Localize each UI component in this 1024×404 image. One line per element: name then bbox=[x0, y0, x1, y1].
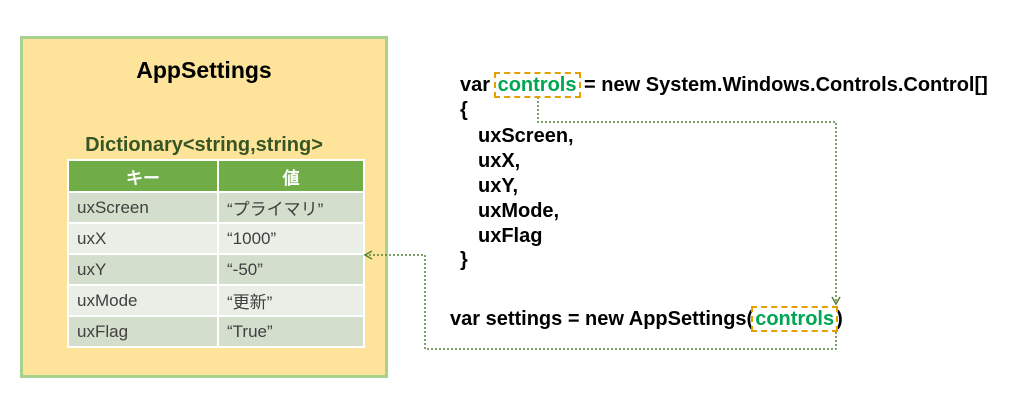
settings-table: キー 値 uxScreen “プライマリ” uxX “1000” uxY “-5… bbox=[67, 159, 365, 348]
code-line-settings: var settings = new AppSettings(controls) bbox=[450, 306, 843, 332]
row-value: “更新” bbox=[217, 284, 365, 317]
row-value: “True” bbox=[217, 315, 365, 348]
table-row: uxX “1000” bbox=[67, 222, 365, 255]
row-key: uxY bbox=[67, 253, 219, 286]
row-key: uxScreen bbox=[67, 191, 219, 224]
open-brace: { bbox=[460, 99, 468, 121]
controls-variable: controls bbox=[493, 72, 581, 98]
settings-connector bbox=[363, 250, 837, 350]
close-brace: } bbox=[460, 249, 468, 271]
row-key: uxFlag bbox=[67, 315, 219, 348]
panel-title: AppSettings bbox=[136, 57, 272, 83]
controls-argument: controls bbox=[751, 306, 839, 332]
settings-statement: var settings = new AppSettings( bbox=[450, 308, 754, 330]
keyword-var: var bbox=[460, 74, 496, 96]
array-item: uxX, bbox=[478, 150, 521, 172]
array-item: uxMode, bbox=[478, 200, 560, 222]
row-key: uxMode bbox=[67, 284, 219, 317]
table-row: uxScreen “プライマリ” bbox=[67, 191, 365, 224]
declaration-rest: = new System.Windows.Controls.Control[] bbox=[578, 74, 988, 96]
table-row: uxMode “更新” bbox=[67, 284, 365, 317]
controls-connector bbox=[537, 97, 841, 306]
closing-paren: ) bbox=[836, 308, 843, 330]
table-row: uxY “-50” bbox=[67, 253, 365, 286]
array-item: uxScreen, bbox=[478, 125, 574, 147]
header-value: 値 bbox=[217, 159, 365, 193]
row-value: “1000” bbox=[217, 222, 365, 255]
table-row: uxFlag “True” bbox=[67, 315, 365, 348]
appsettings-panel: AppSettings Dictionary<string,string> キー… bbox=[20, 36, 388, 378]
array-item: uxFlag bbox=[478, 225, 543, 247]
row-value: “プライマリ” bbox=[217, 191, 365, 224]
table-header-row: キー 値 bbox=[67, 159, 365, 193]
row-key: uxX bbox=[67, 222, 219, 255]
code-line-declaration: var controls = new System.Windows.Contro… bbox=[460, 72, 988, 98]
dictionary-type-label: Dictionary<string,string> bbox=[85, 134, 323, 156]
row-value: “-50” bbox=[217, 253, 365, 286]
array-item: uxY, bbox=[478, 175, 519, 197]
header-key: キー bbox=[67, 159, 219, 193]
